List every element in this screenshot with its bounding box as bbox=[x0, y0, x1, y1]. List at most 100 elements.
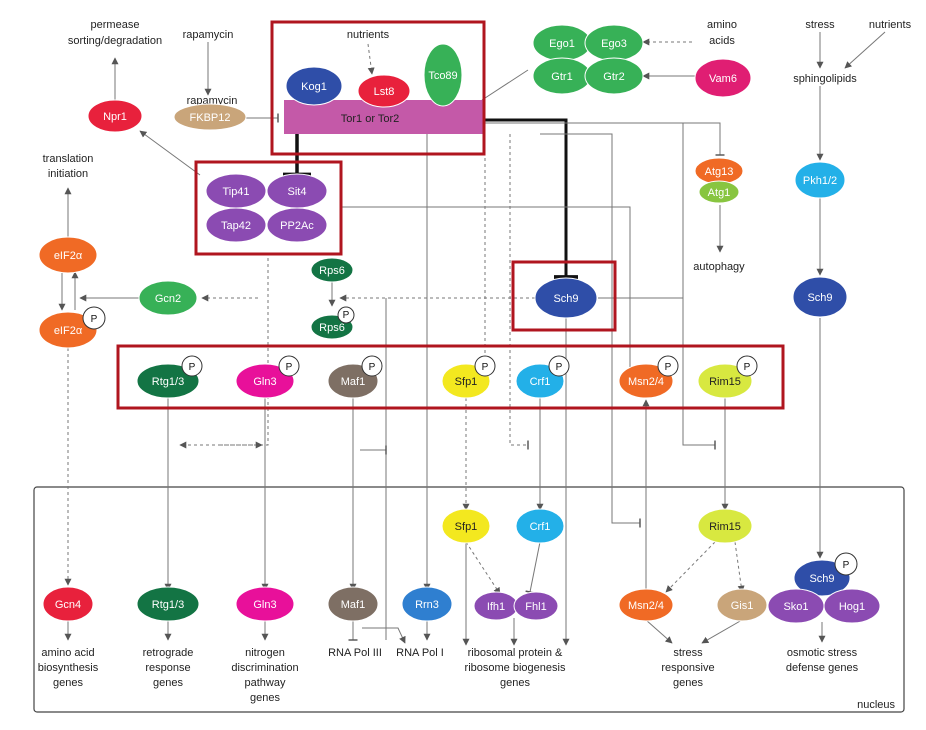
node-sch9-n-label: Sch9 bbox=[809, 573, 834, 585]
node-fkbp12-label: FKBP12 bbox=[190, 112, 231, 124]
node-eif2a-label: eIF2α bbox=[54, 250, 83, 262]
node-vam6 bbox=[694, 58, 752, 98]
node-msn24-p-label: Msn2/4 bbox=[628, 376, 664, 388]
torc1-complex: Tor1 or Tor2 Kog1 Lst8 Tco89 nutrients bbox=[284, 29, 484, 134]
node-eif2a bbox=[38, 236, 98, 274]
node-maf1-n bbox=[327, 586, 379, 622]
node-atg13-label: Atg13 bbox=[705, 166, 734, 178]
node-sit4-label: Sit4 bbox=[288, 186, 307, 198]
highlight-sch9 bbox=[511, 260, 617, 332]
label-translation: translation bbox=[43, 153, 94, 165]
phospho-label: P bbox=[556, 362, 563, 373]
phospho-badge bbox=[548, 355, 570, 377]
node-kog1-label: Kog1 bbox=[301, 81, 327, 93]
node-sfp1-n bbox=[441, 508, 491, 544]
node-maf1-p-label: Maf1 bbox=[341, 376, 365, 388]
node-eif2a-p-label: eIF2α bbox=[54, 325, 83, 337]
node-ifh1-label: Ifh1 bbox=[487, 601, 505, 613]
ego-complex: Ego1 Ego3 Gtr1 Gtr2 bbox=[532, 24, 644, 95]
node-rim15-n bbox=[697, 508, 753, 544]
phospho-badge bbox=[82, 306, 106, 330]
node-gcn4 bbox=[42, 586, 94, 622]
node-hog1 bbox=[823, 588, 881, 624]
node-gcn2 bbox=[138, 280, 198, 316]
node-tip41-label: Tip41 bbox=[222, 186, 249, 198]
phospho-label: P bbox=[189, 362, 196, 373]
label-sr2: responsive bbox=[661, 662, 714, 674]
node-gcn2-label: Gcn2 bbox=[155, 293, 181, 305]
phospho-label: P bbox=[91, 314, 98, 325]
node-rps6-p-label: Rps6 bbox=[319, 322, 345, 334]
phosphorylated-targets: Rtg1/3 P Gln3 P Maf1 P Sfp1 P Crf1 P Msn… bbox=[136, 355, 758, 399]
node-lst8 bbox=[357, 74, 411, 108]
phospho-badge bbox=[834, 552, 858, 576]
phospho-label: P bbox=[744, 362, 751, 373]
node-atg1-label: Atg1 bbox=[708, 187, 731, 199]
phospho-label: P bbox=[482, 362, 489, 373]
phospho-label: P bbox=[343, 310, 350, 321]
node-gcn4-label: Gcn4 bbox=[55, 599, 81, 611]
node-crf1-n-label: Crf1 bbox=[530, 521, 551, 533]
label-rnapol3: RNA Pol III bbox=[328, 647, 382, 659]
node-tap42-label: Tap42 bbox=[221, 220, 251, 232]
node-npr1 bbox=[87, 99, 143, 133]
node-gis1-label: Gis1 bbox=[731, 600, 754, 612]
phospho-label: P bbox=[369, 362, 376, 373]
node-pkh12 bbox=[794, 161, 846, 199]
label-sphingolipids: sphingolipids bbox=[793, 73, 857, 85]
label-rb3: genes bbox=[500, 677, 530, 689]
node-rps6-label: Rps6 bbox=[319, 265, 345, 277]
node-rim15-n-label: Rim15 bbox=[709, 521, 741, 533]
label-nd1: nitrogen bbox=[245, 647, 285, 659]
node-hog1-label: Hog1 bbox=[839, 601, 865, 613]
node-rtg13-n-label: Rtg1/3 bbox=[152, 599, 184, 611]
label-aa3: genes bbox=[53, 677, 83, 689]
phospho-badge bbox=[474, 355, 496, 377]
label-rapamycin-mid: rapamycin bbox=[187, 95, 238, 107]
node-fhl1 bbox=[513, 591, 559, 621]
node-gis1 bbox=[716, 588, 768, 622]
node-rrn3-label: Rrn3 bbox=[415, 599, 439, 611]
label-initiation: initiation bbox=[48, 168, 88, 180]
node-rim15-p-label: Rim15 bbox=[709, 376, 741, 388]
node-vam6-label: Vam6 bbox=[709, 73, 737, 85]
label-amino: amino bbox=[707, 19, 737, 31]
phospho-badge bbox=[337, 306, 355, 324]
tor-label: Tor1 or Tor2 bbox=[341, 113, 400, 125]
tap42-complex: Tip41 Sit4 Tap42 PP2Ac bbox=[205, 173, 328, 243]
node-lst8-label: Lst8 bbox=[374, 86, 395, 98]
label-rr2: response bbox=[145, 662, 190, 674]
node-pkh12-label: Pkh1/2 bbox=[803, 175, 837, 187]
label-aa1: amino acid bbox=[41, 647, 94, 659]
node-rtg13-p bbox=[136, 363, 200, 399]
label-nutrients-right: nutrients bbox=[869, 19, 912, 31]
node-gln3-n bbox=[235, 586, 295, 622]
connectors bbox=[58, 31, 886, 646]
label-stress: stress bbox=[805, 19, 835, 31]
label-sr1: stress bbox=[673, 647, 703, 659]
node-kog1 bbox=[285, 66, 343, 106]
node-fkbp12 bbox=[173, 103, 247, 131]
label-nd3: pathway bbox=[245, 677, 286, 689]
phospho-badge bbox=[657, 355, 679, 377]
node-gln3-p-label: Gln3 bbox=[253, 376, 276, 388]
label-acids: acids bbox=[709, 35, 735, 47]
node-ego3-label: Ego3 bbox=[601, 38, 627, 50]
label-permease: permease bbox=[91, 19, 140, 31]
node-tap42 bbox=[205, 207, 267, 243]
node-gln3-p bbox=[235, 363, 295, 399]
node-atg1 bbox=[698, 180, 740, 204]
node-sch9-mid bbox=[534, 277, 598, 319]
phospho-label: P bbox=[286, 362, 293, 373]
highlight-torc1 bbox=[270, 20, 486, 156]
node-msn24-n-label: Msn2/4 bbox=[628, 600, 664, 612]
label-autophagy: autophagy bbox=[693, 261, 745, 273]
label-nd2: discrimination bbox=[231, 662, 298, 674]
node-rrn3 bbox=[401, 586, 453, 622]
phospho-label: P bbox=[665, 362, 672, 373]
label-aa2: biosynthesis bbox=[38, 662, 99, 674]
node-sch9-right-label: Sch9 bbox=[807, 292, 832, 304]
phospho-badge bbox=[181, 355, 203, 377]
node-rim15-p bbox=[697, 363, 753, 399]
